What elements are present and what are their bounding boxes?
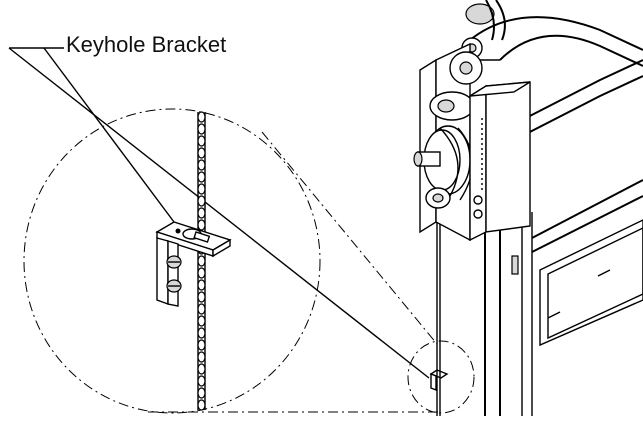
enlarged-keyhole-bracket bbox=[155, 221, 232, 307]
keyhole-bracket-label: Keyhole Bracket bbox=[66, 32, 227, 57]
enlarged-chain bbox=[197, 111, 206, 411]
leader-lines bbox=[8, 47, 430, 379]
detail-circle bbox=[23, 108, 321, 414]
detail-connector-top bbox=[261, 131, 438, 345]
hand-chain bbox=[436, 210, 441, 416]
detail-magnifier bbox=[23, 108, 440, 414]
location-circle bbox=[407, 340, 475, 414]
door-frame bbox=[469, 16, 643, 416]
location-marker bbox=[407, 340, 475, 414]
operator-unit bbox=[413, 0, 531, 242]
